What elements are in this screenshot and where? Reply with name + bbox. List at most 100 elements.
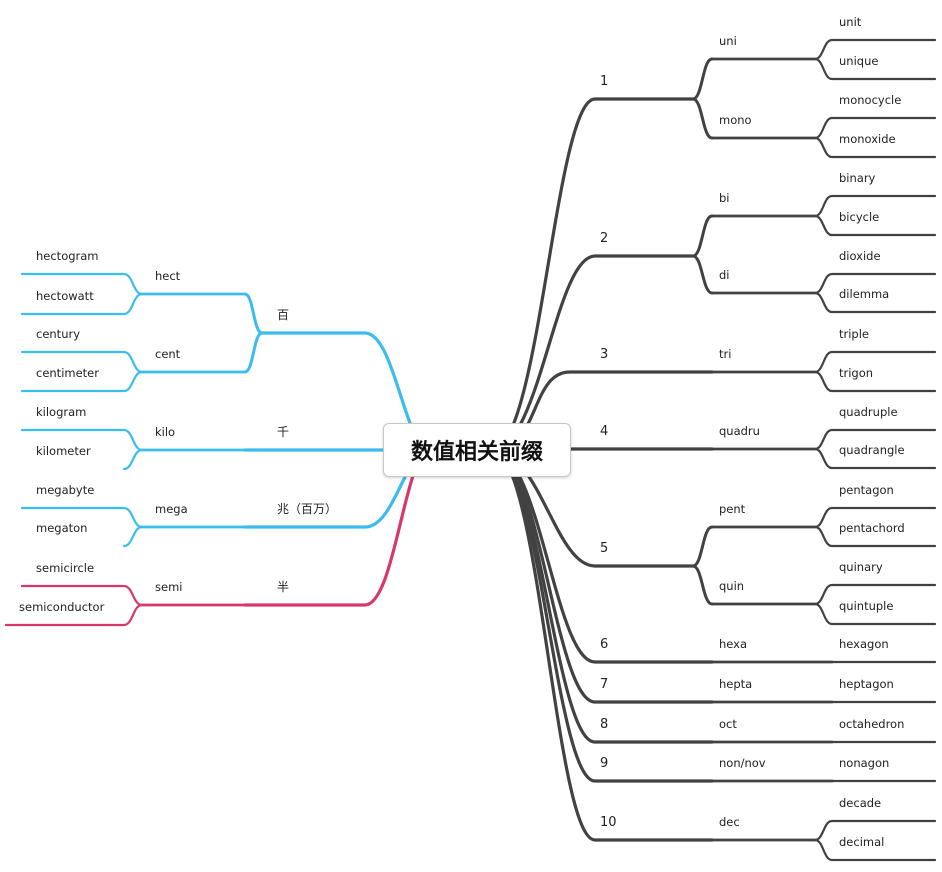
prefix-semi[interactable]: semi [155,580,182,594]
word-bicycle[interactable]: bicycle [839,210,879,224]
node-number-3[interactable]: 3 [600,347,608,362]
leaf-line-megaton [122,525,144,548]
node-number-1[interactable]: 1 [600,74,608,89]
word-quadrangle[interactable]: quadrangle [839,443,905,457]
prefix-non-nov[interactable]: non/nov [719,756,766,770]
node-number-7[interactable]: 7 [600,677,608,692]
leaf-line-triple [813,350,937,374]
leaf-line-hectogram [20,272,144,296]
leaf-line-quintuple [813,602,937,626]
word-binary[interactable]: binary [839,171,876,185]
word-unique[interactable]: unique [839,54,878,68]
prefix-hexa[interactable]: hexa [719,637,747,651]
leaf-line-kilogram [20,428,144,452]
sub-curve-pent [691,525,714,568]
branch-1 [490,97,695,452]
leaf-line-bicycle [813,214,937,237]
prefix-tri[interactable]: tri [719,347,731,361]
sub-curve-cent [243,331,264,374]
prefix-mega[interactable]: mega [155,502,188,516]
word-trigon[interactable]: trigon [839,366,873,380]
word-dilemma[interactable]: dilemma [839,287,889,301]
root-node[interactable]: 数值相关前缀 [383,423,571,477]
word-unit[interactable]: unit [839,15,862,29]
word-quinary[interactable]: quinary [839,560,883,574]
word-hectowatt[interactable]: hectowatt [36,289,94,303]
leaf-line-trigon [813,370,937,393]
leaf-line-quadruple [813,428,937,451]
prefix-dec[interactable]: dec [719,815,740,829]
prefix-hect[interactable]: hect [155,269,181,283]
leaf-line-dilemma [813,291,937,314]
leaf-line-quadrangle [813,447,937,470]
node-number-8[interactable]: 8 [600,717,608,732]
word-megabyte[interactable]: megabyte [36,483,94,497]
leaf-line-hectowatt [20,292,144,316]
leaf-line-binary [813,194,937,218]
prefix-mono[interactable]: mono [719,113,752,127]
prefix-di[interactable]: di [719,268,730,282]
word-nonagon[interactable]: nonagon [839,756,889,770]
node-number-6[interactable]: 6 [600,637,608,652]
leaf-line-pentachord [813,525,937,548]
prefix-quadru[interactable]: quadru [719,424,760,438]
word-semiconductor[interactable]: semiconductor [19,600,105,614]
prefix-bi[interactable]: bi [719,191,730,205]
sub-curve-hect [243,292,264,335]
word-octahedron[interactable]: octahedron [839,717,904,731]
sub-curve-mono [691,97,714,140]
word-dioxide[interactable]: dioxide [839,249,881,263]
node-cn-0[interactable]: 百 [277,308,289,322]
leaf-line-monoxide [813,136,937,159]
prefix-uni[interactable]: uni [719,34,737,48]
word-quintuple[interactable]: quintuple [839,599,893,613]
leaf-line-dioxide [813,272,937,295]
word-century[interactable]: century [36,327,80,341]
word-centimeter[interactable]: centimeter [36,366,99,380]
sub-curve-di [691,254,714,295]
node-number-4[interactable]: 4 [600,424,608,439]
word-monoxide[interactable]: monoxide [839,132,896,146]
word-heptagon[interactable]: heptagon [839,677,894,691]
prefix-quin[interactable]: quin [719,579,744,593]
node-number-9[interactable]: 9 [600,756,608,771]
word-megaton[interactable]: megaton [36,521,87,535]
word-triple[interactable]: triple [839,327,869,341]
word-hexagon[interactable]: hexagon [839,637,889,651]
node-labels: 1 uni unit unique mono monocycle monoxide 2 bi bi… [19,15,905,849]
word-quadruple[interactable]: quadruple [839,405,898,419]
branch-2 [490,254,695,452]
node-number-10[interactable]: 10 [600,815,617,830]
branch-6 [490,448,714,664]
node-cn-2[interactable]: 兆（百万） [277,502,337,516]
word-semicircle[interactable]: semicircle [36,561,94,575]
word-monocycle[interactable]: monocycle [839,93,901,107]
leaf-line-quinary [813,583,937,606]
prefix-kilo[interactable]: kilo [155,425,175,439]
node-cn-1[interactable]: 千 [277,425,289,439]
leaf-line-megabyte [20,506,144,529]
node-number-2[interactable]: 2 [600,231,608,246]
word-kilometer[interactable]: kilometer [36,444,91,458]
node-cn-3[interactable]: 半 [277,580,289,594]
leaf-line-monocycle [813,116,937,140]
prefix-oct[interactable]: oct [719,717,737,731]
word-kilogram[interactable]: kilogram [36,405,86,419]
root-label: 数值相关前缀 [410,439,543,465]
word-decimal[interactable]: decimal [839,835,884,849]
prefix-pent[interactable]: pent [719,502,746,516]
sub-curve-bi [691,214,714,258]
leaf-line-decimal [813,838,937,862]
leaf-line-semicircle [20,584,144,607]
word-pentachord[interactable]: pentachord [839,521,905,535]
node-number-5[interactable]: 5 [600,541,608,556]
word-decade[interactable]: decade [839,796,881,810]
word-hectogram[interactable]: hectogram [36,249,99,263]
leaf-line-centimeter [20,370,144,393]
leaf-line-decade [813,819,937,842]
word-pentagon[interactable]: pentagon [839,483,894,497]
leaf-line-unit [813,38,937,61]
sub-curve-quin [691,564,714,606]
prefix-cent[interactable]: cent [155,347,181,361]
prefix-hepta[interactable]: hepta [719,677,752,691]
